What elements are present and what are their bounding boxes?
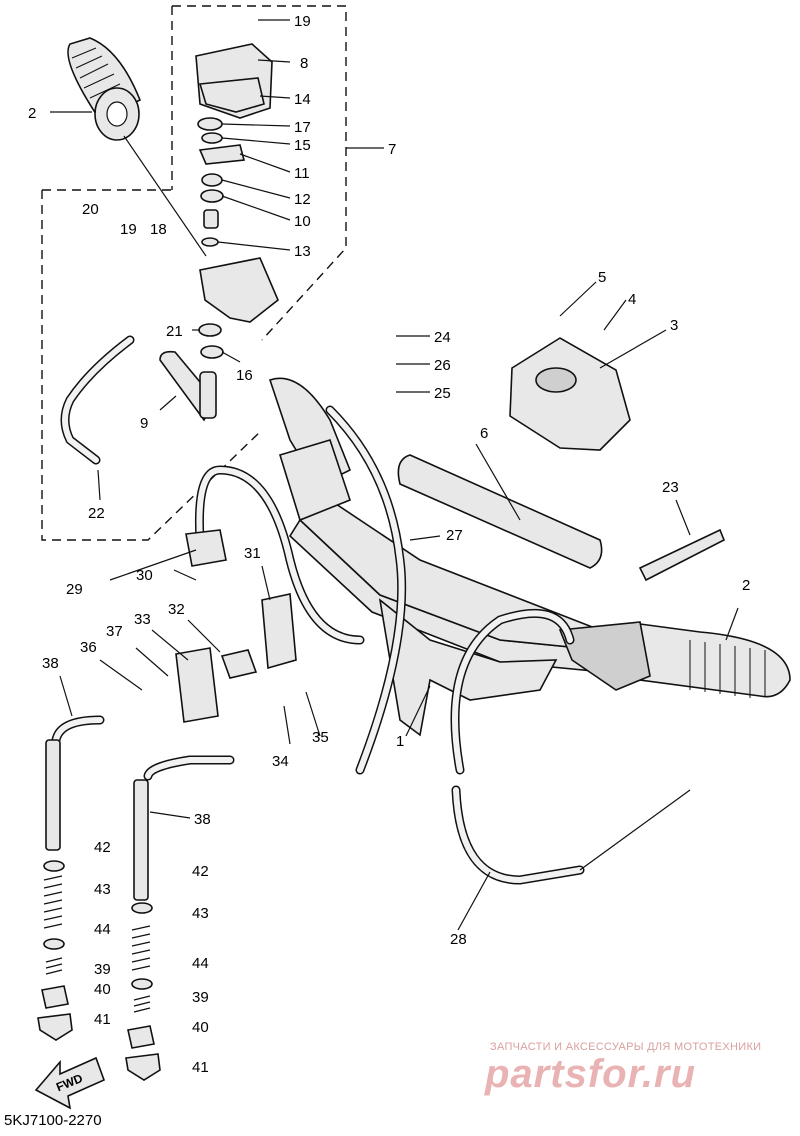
- callout-4: 4: [628, 291, 636, 308]
- brake-lever: [159, 350, 217, 422]
- callout-27: 27: [446, 527, 463, 544]
- fwd-arrow: [34, 1056, 106, 1110]
- callout-42a: 42: [94, 839, 111, 856]
- left-perch: [199, 257, 352, 522]
- callout-39a: 39: [94, 961, 111, 978]
- cable-adjuster-right: [125, 779, 161, 1081]
- washer-stack: [197, 117, 246, 359]
- callout-22: 22: [88, 505, 105, 522]
- callout-3: 3: [670, 317, 678, 334]
- callout-24: 24: [434, 329, 451, 346]
- leader-lines: [50, 19, 739, 931]
- callout-38a: 38: [42, 655, 59, 672]
- callout-31: 31: [244, 545, 261, 562]
- callout-32: 32: [168, 601, 185, 618]
- callout-41a: 41: [94, 1011, 111, 1028]
- callout-6: 6: [480, 425, 488, 442]
- catalog-code: 5KJ7100-2270: [4, 1112, 102, 1129]
- callout-9: 9: [140, 415, 148, 432]
- callout-40a: 40: [94, 981, 111, 998]
- switch-31: [175, 529, 297, 723]
- callout-26: 26: [434, 357, 451, 374]
- callout-17: 17: [294, 119, 311, 136]
- callout-30: 30: [136, 567, 153, 584]
- callout-2-right: 2: [742, 577, 750, 594]
- callout-21: 21: [166, 323, 183, 340]
- callout-8: 8: [300, 55, 308, 72]
- callout-43b: 43: [192, 905, 209, 922]
- callout-1: 1: [396, 733, 404, 750]
- callout-28: 28: [450, 931, 467, 948]
- callout-29: 29: [66, 581, 83, 598]
- switch-cover: [195, 43, 273, 119]
- callout-23: 23: [662, 479, 679, 496]
- callout-37: 37: [106, 623, 123, 640]
- right-grip: [558, 621, 791, 698]
- callout-36: 36: [80, 639, 97, 656]
- callout-41b: 41: [192, 1059, 209, 1076]
- callout-42b: 42: [192, 863, 209, 880]
- callout-13: 13: [294, 243, 311, 260]
- callout-labels: 19 8 14 17 15 11 12 10 13 20 19 18 7 2 2…: [28, 13, 750, 1094]
- callout-10: 10: [294, 213, 311, 230]
- callout-15: 15: [294, 137, 311, 154]
- assembly-box-outline: [41, 189, 263, 541]
- callout-19a: 19: [294, 13, 311, 30]
- callout-35: 35: [312, 729, 329, 746]
- throttle-housing: [509, 337, 631, 451]
- callout-25: 25: [434, 385, 451, 402]
- cable-tie: [638, 528, 726, 582]
- cables: [51, 335, 691, 885]
- callout-44a: 44: [94, 921, 111, 938]
- left-grip: [67, 37, 142, 141]
- callout-19b: 19: [120, 221, 137, 238]
- callout-2-left: 2: [28, 105, 36, 122]
- callout-7: 7: [388, 141, 396, 158]
- callout-43a: 43: [94, 881, 111, 898]
- callout-33: 33: [134, 611, 151, 628]
- callout-34: 34: [272, 753, 289, 770]
- callout-12: 12: [294, 191, 311, 208]
- callout-40b: 40: [192, 1019, 209, 1036]
- watermark-logo: partsfor.ru: [485, 1052, 697, 1096]
- callout-18: 18: [150, 221, 167, 238]
- callout-5: 5: [598, 269, 606, 286]
- callout-11: 11: [294, 165, 310, 182]
- callout-39b: 39: [192, 989, 209, 1006]
- assembly-7-outline: [171, 5, 347, 341]
- callout-16: 16: [236, 367, 253, 384]
- callout-20: 20: [82, 201, 99, 218]
- callout-44b: 44: [192, 955, 209, 972]
- handlebar-pad: [397, 454, 603, 569]
- watermark-tagline: ЗАПЧАСТИ И АКСЕССУАРЫ ДЛЯ МОТОТЕХНИКИ: [490, 1041, 762, 1053]
- cable-adjuster-left: [37, 739, 73, 1041]
- callout-38b: 38: [194, 811, 211, 828]
- callout-14: 14: [294, 91, 311, 108]
